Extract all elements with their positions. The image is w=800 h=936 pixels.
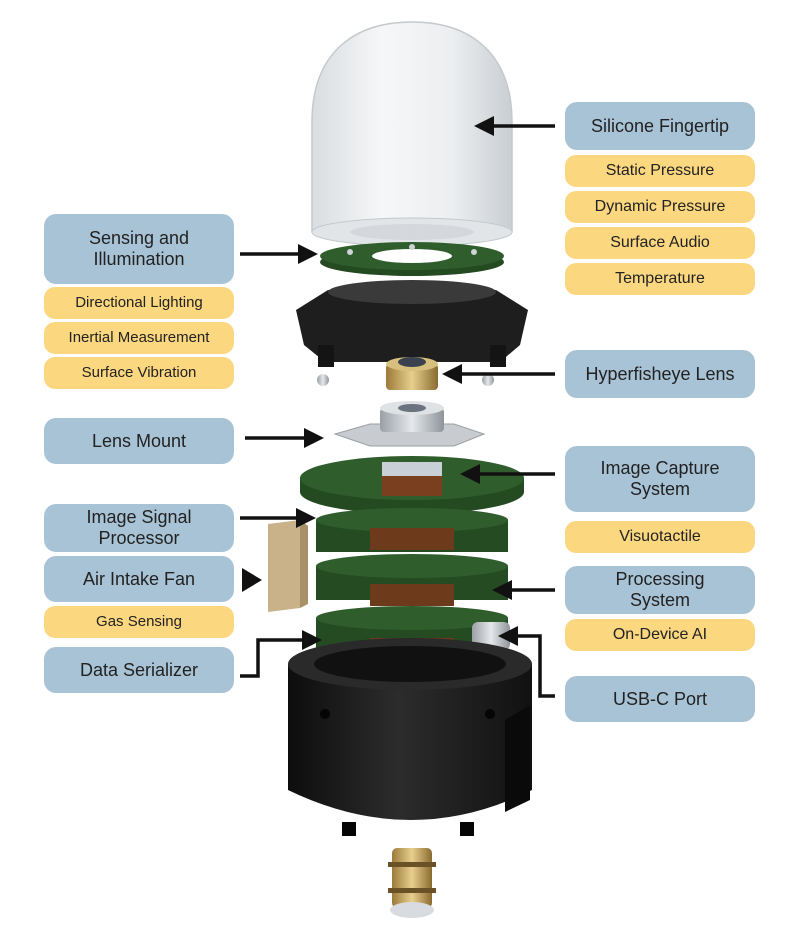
- callout-arrows: [240, 116, 555, 698]
- tag-inertial-measurement: Inertial Measurement: [44, 322, 234, 354]
- screw-right: [482, 374, 494, 386]
- tag-directional-lighting: Directional Lighting: [44, 287, 234, 319]
- tag-on-device-ai: On-Device AI: [565, 619, 755, 651]
- lens-mount-part: [333, 401, 486, 447]
- hyperfisheye-lens: [386, 357, 438, 390]
- label-usb-c-port: USB-C Port: [565, 676, 755, 722]
- label-image-signal-processor: Image Signal Processor: [44, 504, 234, 552]
- label-silicone-fingertip: Silicone Fingertip: [565, 102, 755, 150]
- label-lens-mount: Lens Mount: [44, 418, 234, 464]
- label-air-intake-fan: Air Intake Fan: [44, 556, 234, 602]
- air-intake-fan: [268, 520, 308, 612]
- label-image-capture-system: Image Capture System: [565, 446, 755, 512]
- arrow-air-intake-fan: [242, 568, 262, 592]
- bezel-housing: [296, 280, 528, 367]
- arrow-usb-c-port: [514, 634, 555, 698]
- tag-surface-audio: Surface Audio: [565, 227, 755, 259]
- tag-surface-vibration: Surface Vibration: [44, 357, 234, 389]
- arrow-data-serializer: [240, 638, 306, 678]
- tag-gas-sensing: Gas Sensing: [44, 606, 234, 638]
- screw-left: [317, 374, 329, 386]
- sensing-illumination-pcb: [320, 242, 504, 276]
- label-sensing-illumination: Sensing and Illumination: [44, 214, 234, 284]
- tag-visuotactile: Visuotactile: [565, 521, 755, 553]
- label-data-serializer: Data Serializer: [44, 647, 234, 693]
- tag-temperature: Temperature: [565, 263, 755, 295]
- main-housing: [288, 638, 532, 836]
- tag-dynamic-pressure: Dynamic Pressure: [565, 191, 755, 223]
- label-hyperfisheye-lens: Hyperfisheye Lens: [565, 350, 755, 398]
- silicone-dome: [311, 21, 513, 247]
- image-capture-board: [300, 456, 524, 514]
- bottom-connector: [388, 848, 436, 918]
- processing-board-stack: [316, 508, 510, 660]
- tag-static-pressure: Static Pressure: [565, 155, 755, 187]
- label-processing-system: Processing System: [565, 566, 755, 614]
